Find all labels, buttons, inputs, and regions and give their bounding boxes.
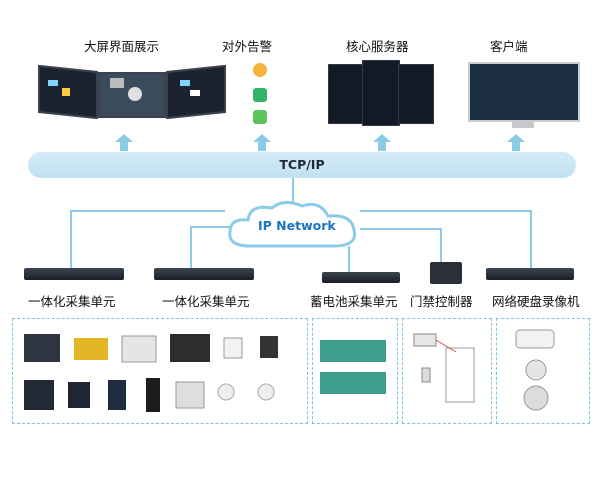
door-icon (445, 347, 475, 403)
message-icon (253, 110, 267, 124)
access-controller-device (430, 262, 462, 284)
ups-icon (170, 334, 210, 362)
cloud-right-v3 (530, 210, 532, 268)
monitor-stand (512, 120, 534, 128)
cloud-right-h2 (360, 228, 442, 230)
camera-box (496, 318, 590, 424)
client-label: 客户端 (490, 39, 528, 54)
cloud-label: IP Network (258, 218, 336, 233)
ptz-camera-icon (523, 385, 549, 411)
precision-ac-icon (121, 335, 157, 363)
big-screen-label: 大屏界面展示 (84, 39, 160, 54)
tcpip-label: TCP/IP (279, 157, 325, 172)
access-box (402, 318, 492, 424)
field-devices-box (12, 318, 308, 424)
tcpip-bus: TCP/IP (28, 152, 576, 178)
phone-icon (253, 88, 267, 102)
ac-unit-icon (146, 378, 160, 412)
battery-box (312, 318, 398, 424)
battery-row-1-icon (320, 340, 386, 362)
server-rack-center (362, 60, 400, 126)
nvr-label: 网络硬盘录像机 (492, 294, 580, 309)
access-controller-label: 门禁控制器 (410, 294, 473, 309)
rack-icon (24, 380, 54, 410)
bullet-camera-icon (515, 329, 555, 349)
sensor-icon (260, 336, 278, 358)
cloud-left-h (70, 210, 225, 212)
server-rack-left (328, 64, 364, 124)
battery-pack-icons (320, 340, 386, 394)
server-rack-right (398, 64, 434, 124)
generator-icon (74, 338, 108, 360)
cloud-mid-v (348, 246, 350, 272)
cloud-left-v2 (190, 226, 192, 268)
power-meter-icon (175, 381, 205, 409)
cloud-left-h2 (190, 226, 230, 228)
camera-icons (515, 329, 555, 411)
battery-collect-unit-label: 蓄电池采集单元 (310, 294, 398, 309)
access-control-icons (413, 333, 475, 403)
siren-icon (253, 63, 267, 77)
water-sensor-icon (257, 383, 275, 401)
ups-cabinet-icon (24, 334, 60, 362)
smoke-detector-icon (217, 383, 235, 401)
core-server-label: 核心服务器 (346, 39, 409, 54)
distribution-cabinet-icon (108, 380, 126, 410)
collect-unit-2-device (154, 268, 254, 280)
nvr-device (486, 268, 574, 280)
card-reader-icon (421, 367, 431, 383)
field-device-icons (24, 334, 278, 412)
battery-collect-unit-device (322, 272, 400, 283)
alarm-icons (253, 63, 267, 124)
collect-unit-2-label: 一体化采集单元 (162, 294, 250, 309)
cloud-right-h (360, 210, 532, 212)
collect-unit-1-device (24, 268, 124, 280)
cloud-left-v1 (70, 210, 72, 268)
bus-to-cloud-line (292, 178, 294, 204)
cloud-icon (228, 201, 357, 248)
display-screen-center (98, 72, 166, 118)
collect-unit-1-label: 一体化采集单元 (28, 294, 116, 309)
external-alarm-label: 对外告警 (222, 39, 273, 54)
battery-row-2-icon (320, 372, 386, 394)
client-monitor (468, 62, 580, 122)
controller-box-icon (413, 333, 437, 347)
dome-camera-icon (525, 359, 547, 381)
battery-cabinet-icon (68, 382, 90, 408)
thermostat-icon (223, 337, 243, 359)
cloud-right-v2 (440, 228, 442, 262)
dashboard-graphics (48, 78, 200, 101)
